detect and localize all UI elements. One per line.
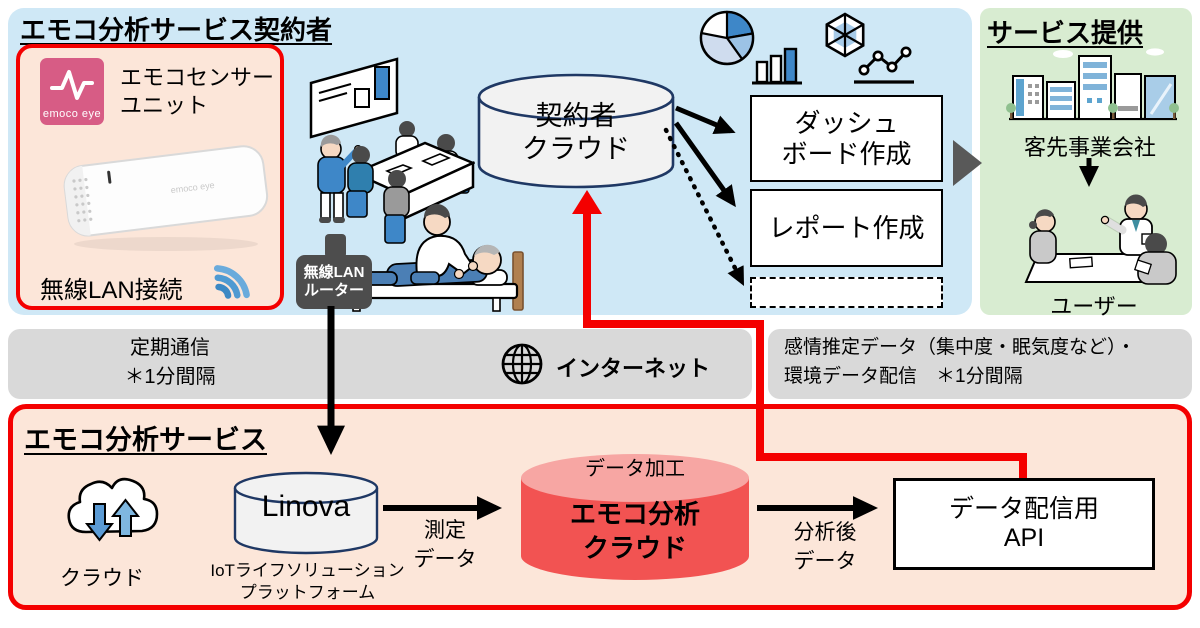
internet-label: インターネット <box>556 356 711 381</box>
wifi-connect-label: 無線LAN接続 <box>40 277 183 304</box>
globe-icon <box>501 343 543 385</box>
emotion-data-label: 感情推定データ（集中度・眠気度など）・ 環境データ配信 ＊1分間隔 <box>784 337 1136 387</box>
dashed-placeholder-box <box>750 277 943 308</box>
dashboard-box: ダッシュ ボード作成 <box>750 95 943 182</box>
periodic-comm-label: 定期通信 ＊1分間隔 <box>124 337 216 388</box>
cloud-sync-icon <box>67 477 159 542</box>
pulse-icon <box>50 70 94 100</box>
caregiver-illustration <box>343 203 524 312</box>
measured-data-label: 測定 データ <box>413 519 477 572</box>
buildings-illustration <box>1006 48 1179 121</box>
contractor-title: エモコ分析サービス契約者 <box>20 15 333 45</box>
users-illustration <box>1024 194 1177 285</box>
cloud-label: クラウド <box>60 567 144 590</box>
emoco-eye-logo: emoco eye <box>40 58 104 125</box>
line-chart-icon <box>854 46 914 84</box>
trees <box>1006 103 1179 119</box>
contractor-cloud-label: 契約者 クラウド <box>522 101 630 164</box>
report-box: レポート作成 <box>750 189 943 267</box>
analyzed-data-label: 分析後 データ <box>793 521 857 574</box>
router-label-line1: 無線LAN <box>303 264 365 281</box>
contractor-cloud-cylinder <box>477 73 675 189</box>
cube-icon <box>825 12 865 58</box>
emoco-eye-logo-text: emoco eye <box>42 108 102 120</box>
linova-label: Linova <box>261 490 351 523</box>
sensor-device-illustration: emoco eye <box>63 145 269 251</box>
api-box: データ配信用 API <box>893 478 1155 570</box>
caregiver-figure <box>410 203 479 285</box>
analysis-service-title: エモコ分析サービス <box>24 425 267 455</box>
router-label-line2: ルーター <box>303 282 364 299</box>
users-label: ユーザー <box>1050 294 1138 319</box>
bar-chart-icon <box>752 47 802 85</box>
company-label: 客先事業会社 <box>1023 135 1157 160</box>
linova-sub-label: IoTライフソリューション プラットフォーム <box>210 561 405 603</box>
provision-title: サービス提供 <box>987 18 1144 48</box>
meeting-illustration <box>309 57 475 244</box>
pie-chart-icon <box>699 10 755 66</box>
wifi-icon <box>213 265 250 299</box>
sensor-unit-label: エモコセンサー ユニット <box>120 65 275 118</box>
emoco-cloud-label: エモコ分析 クラウド <box>569 499 700 563</box>
linova-cylinder <box>233 471 379 555</box>
data-processing-label: データ加工 <box>585 458 685 480</box>
presenter-figure <box>317 134 362 223</box>
user-right-figure <box>1133 233 1177 285</box>
user-left-figure <box>1029 209 1057 264</box>
front-figures <box>346 146 410 244</box>
